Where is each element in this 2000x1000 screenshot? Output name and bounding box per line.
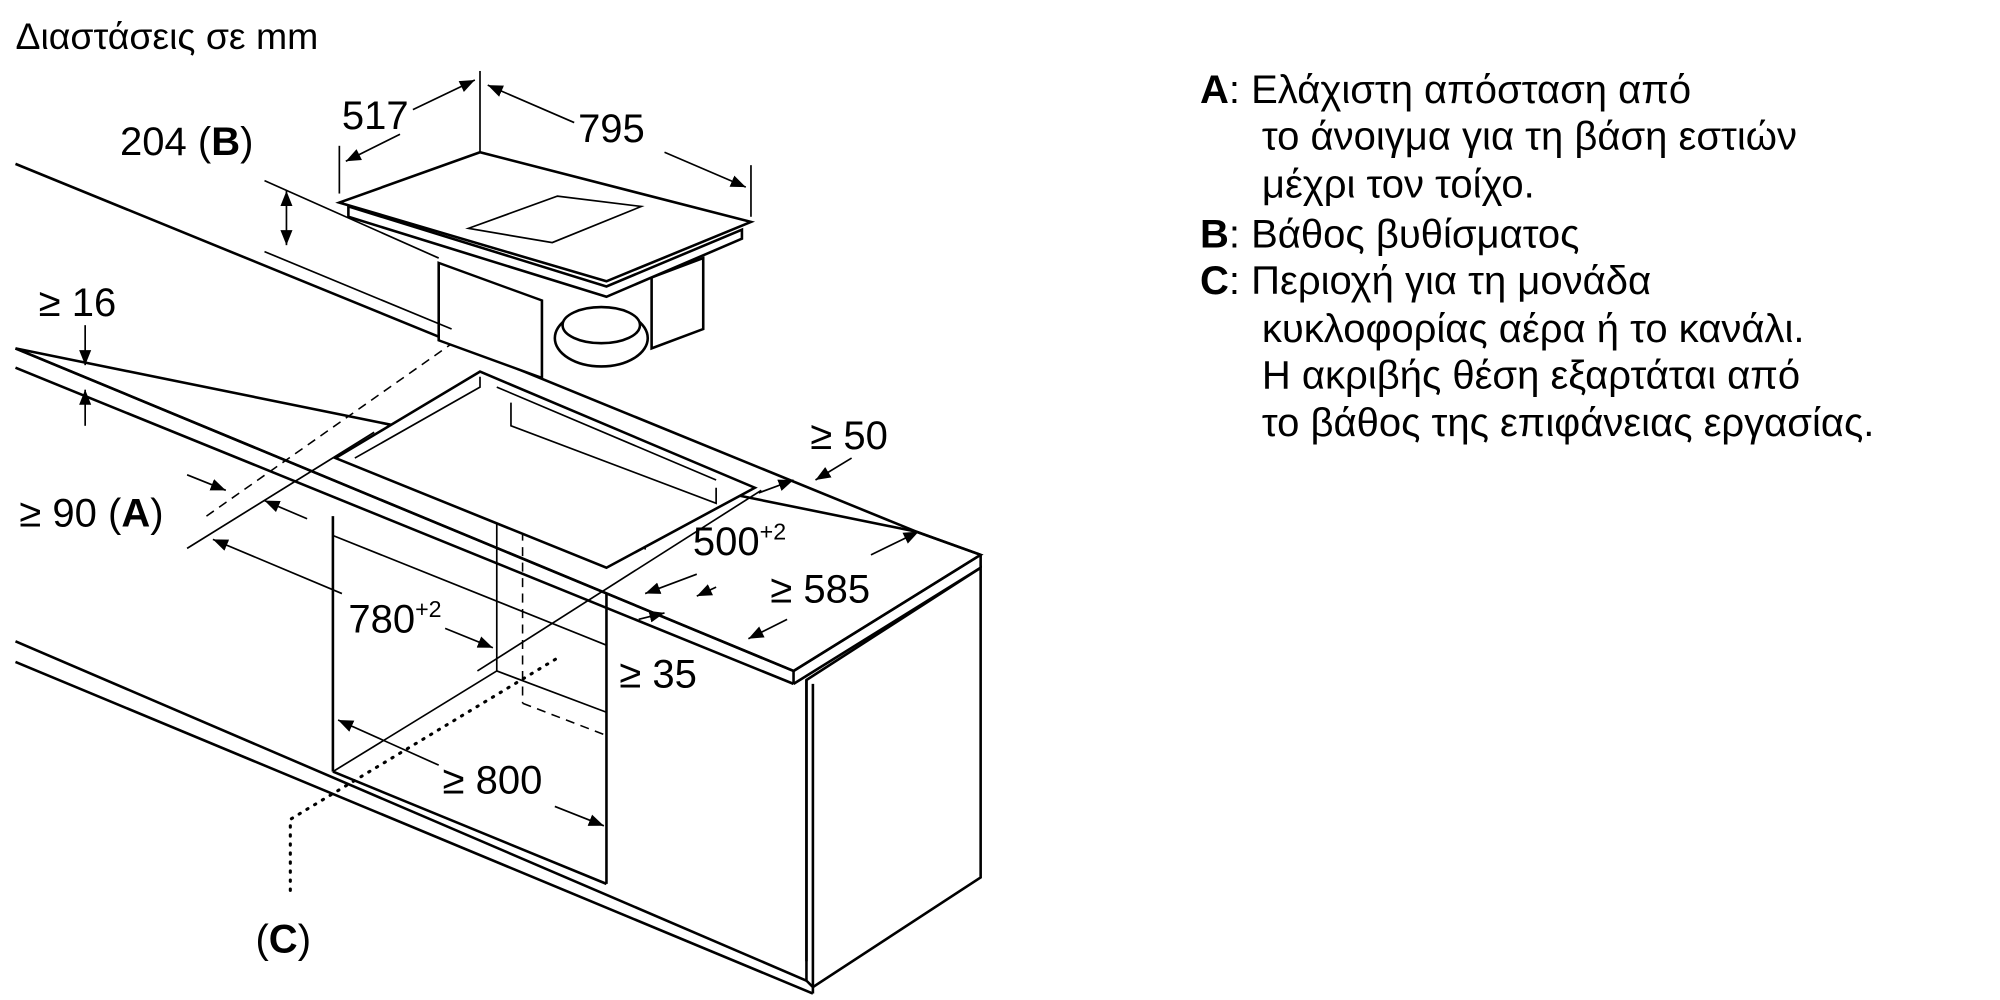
legend-c-line-2: κυκλοφορίας αέρα ή το κανάλι. [1262,307,1805,351]
dimension-labels: 517 795 204 (B) ≥ 16 ≥ 90 (A) 780+2 ≥ 50… [19,94,888,961]
diagram-title: Διαστάσεις σε mm [15,15,318,57]
legend: A: Ελάχιστη απόσταση από το άνοιγμα για … [1200,68,1874,445]
dimension-lines [79,70,920,827]
label-585: ≥ 585 [770,568,870,612]
label-500: 500+2 [693,518,786,563]
hob [335,150,756,380]
legend-a-line-3: μέχρι τον τοίχο. [1262,162,1535,206]
legend-a-line-1: A: Ελάχιστη απόσταση από [1200,68,1691,112]
cabinet [14,341,982,995]
cutout [332,370,758,570]
label-16: ≥ 16 [39,281,117,325]
label-90-a: ≥ 90 (A) [19,491,163,535]
label-800: ≥ 800 [443,759,543,803]
label-35: ≥ 35 [619,653,697,697]
legend-b-line-1: B: Βάθος βυθίσματος [1200,213,1579,257]
legend-a-line-2: το άνοιγμα για τη βάση εστιών [1262,115,1797,159]
legend-c-line-3: Η ακριβής θέση εξαρτάται από [1262,353,1800,397]
label-517: 517 [342,94,409,138]
area-c-leader [288,656,559,892]
label-795: 795 [578,107,645,151]
label-50: ≥ 50 [810,414,888,458]
legend-c-line-4: το βάθος της επιφάνειας εργασίας. [1262,401,1874,445]
legend-c-line-1: C: Περιοχή για τη μονάδα [1200,259,1651,303]
label-780: 780+2 [348,596,441,641]
label-c: (C) [255,917,311,961]
label-204-b: 204 (B) [120,120,253,164]
